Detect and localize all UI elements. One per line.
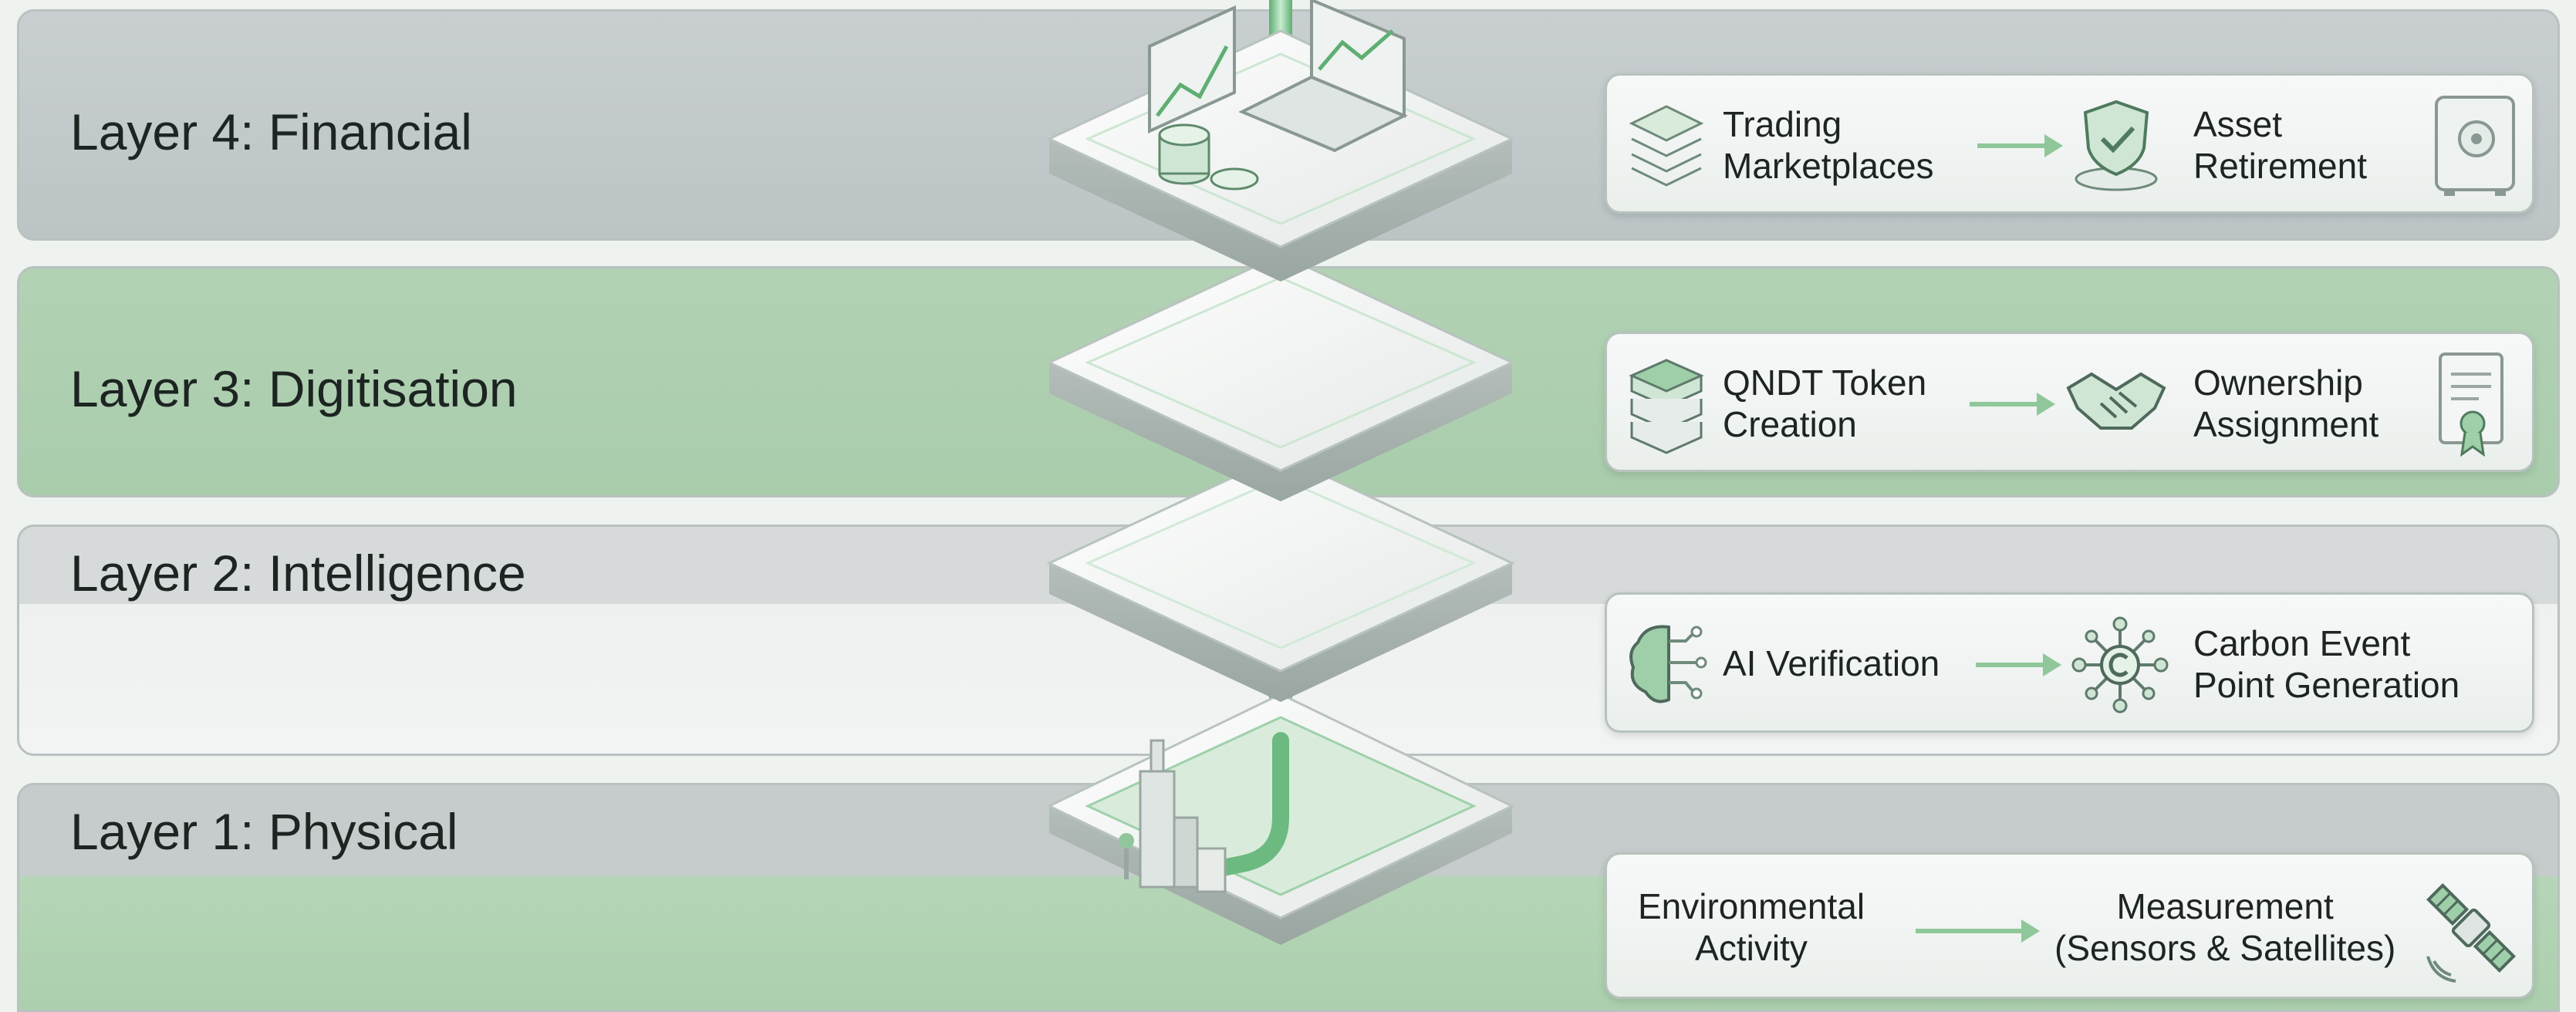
trading-marketplaces-label: Trading Marketplaces xyxy=(1723,104,1934,186)
flow-arrow xyxy=(1977,134,2063,157)
carbon-network-icon xyxy=(2071,616,2169,713)
layer-1-title: Layer 1: Physical xyxy=(70,803,458,860)
laptop-icon xyxy=(1238,0,1408,153)
ai-verification-label: AI Verification xyxy=(1723,643,1940,683)
carbon-event-point-generation-label: Carbon Event Point Generation xyxy=(2193,623,2460,705)
safe-icon xyxy=(2435,96,2515,196)
measurement-label: Measurement (Sensors & Satellites) xyxy=(2054,886,2396,968)
environmental-activity-label: Environmental Activity xyxy=(1638,886,1865,968)
layer-3-process-card: QNDT Token Creation Ownership Assignment xyxy=(1605,332,2534,472)
platform-layer-4 xyxy=(1046,0,1515,282)
flow-arrow xyxy=(1976,653,2061,676)
ai-brain-icon xyxy=(1629,625,1707,703)
flow-arrow xyxy=(1970,393,2055,416)
platform-layer-3 xyxy=(1046,253,1515,501)
qndt-token-creation-label: QNDT Token Creation xyxy=(1723,363,1927,444)
layer-4-title: Layer 4: Financial xyxy=(70,103,472,160)
token-stack-icon xyxy=(1629,359,1704,454)
layer-2-process-card: AI Verification Carbon Event Point Gener… xyxy=(1605,592,2534,733)
handshake-icon xyxy=(2066,372,2166,430)
platform-layer-2 xyxy=(1046,454,1515,702)
layer-2-title: Layer 2: Intelligence xyxy=(70,545,526,602)
asset-retirement-label: Asset Retirement xyxy=(2193,104,2367,186)
coin-stack-icon xyxy=(1158,123,1259,191)
certificate-icon xyxy=(2439,353,2503,457)
ownership-assignment-label: Ownership Assignment xyxy=(2193,363,2379,444)
platform-layer-1 xyxy=(1046,693,1515,945)
layer-3-title: Layer 3: Digitisation xyxy=(70,360,518,417)
isometric-layer-stack xyxy=(1046,0,1515,945)
city-building-icon xyxy=(1119,739,1227,893)
chart-monitor-icon xyxy=(1148,5,1236,134)
layer-4-process-card: Trading Marketplaces Asset Retirement xyxy=(1605,73,2534,214)
flow-arrow xyxy=(1916,919,2040,943)
satellite-icon xyxy=(2426,883,2516,983)
shield-check-icon xyxy=(2075,100,2158,191)
layered-plates-icon xyxy=(1629,105,1704,187)
layer-1-process-card: Environmental Activity Measurement (Sens… xyxy=(1605,852,2534,999)
